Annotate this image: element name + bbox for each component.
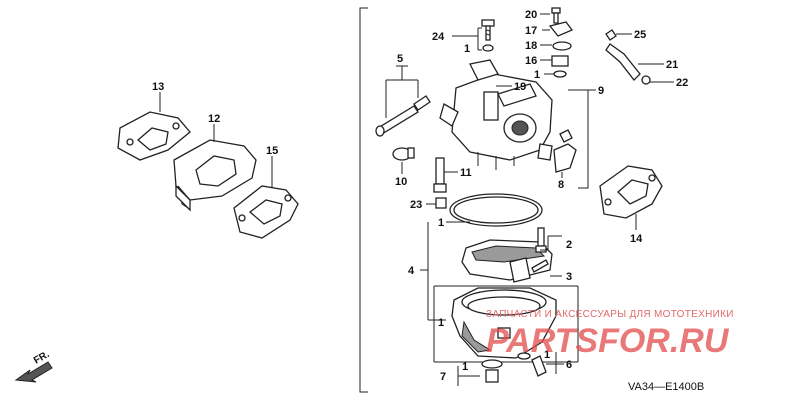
washer-18[interactable]: [552, 41, 572, 51]
drain-bolt-7[interactable]: [457, 359, 503, 386]
callout-14: 14: [630, 233, 643, 245]
watermark-logo: PARTSFOR.RU: [486, 322, 730, 360]
callout-20: 20: [525, 9, 537, 21]
callout-3: 3: [566, 271, 572, 283]
float-chamber[interactable]: [451, 287, 557, 359]
callout-21: 21: [666, 59, 678, 71]
callout-7: 7: [440, 371, 446, 383]
callout-1f: 1: [544, 349, 550, 361]
callout-13: 13: [152, 81, 164, 93]
screw-24[interactable]: [452, 19, 495, 51]
callout-1e: 1: [462, 361, 468, 373]
float-pin-3[interactable]: [531, 259, 562, 277]
callout-2: 2: [566, 239, 572, 251]
screw-10[interactable]: [392, 147, 415, 174]
bracket-4: [420, 222, 446, 321]
callout-4: 4: [408, 265, 415, 277]
insulator-12[interactable]: [173, 124, 257, 212]
screw-20[interactable]: [540, 7, 561, 24]
callout-1c: 1: [438, 217, 444, 229]
callout-1d: 1: [438, 317, 444, 329]
gasket-15[interactable]: [233, 156, 299, 239]
diagram-code: VA34—E1400B: [628, 381, 704, 393]
spacer-16[interactable]: [540, 55, 569, 67]
o-ring-1c[interactable]: [446, 193, 543, 227]
callout-16: 16: [525, 55, 537, 67]
callout-1b: 1: [534, 69, 540, 81]
pilot-screw-5[interactable]: [375, 65, 431, 137]
group-bracket: [359, 7, 596, 393]
callout-9: 9: [598, 85, 604, 97]
callout-12: 12: [208, 113, 220, 125]
gasket-13[interactable]: [117, 92, 191, 161]
pin-21[interactable]: [605, 43, 664, 81]
valve-17[interactable]: [542, 21, 574, 37]
callout-19: 19: [514, 81, 526, 93]
gasket-14[interactable]: [599, 165, 663, 230]
callout-5: 5: [397, 53, 403, 65]
callout-6: 6: [566, 359, 572, 371]
bracket-1d: [433, 285, 579, 363]
callout-25: 25: [634, 29, 646, 41]
callout-24: 24: [432, 31, 445, 43]
callout-22: 22: [676, 77, 688, 89]
callout-18: 18: [525, 40, 537, 52]
clip-25[interactable]: [605, 29, 632, 41]
callout-23: 23: [410, 199, 422, 211]
jet-23[interactable]: [426, 197, 447, 209]
callout-11: 11: [460, 167, 472, 179]
washer-1b[interactable]: [553, 70, 567, 78]
carburetor-body-9[interactable]: [439, 59, 553, 170]
watermark-text: ЗАПЧАСТИ И АКСЕССУАРЫ ДЛЯ МОТОТЕХНИКИ: [486, 309, 734, 320]
front-arrow-icon: [14, 361, 53, 383]
lever-8[interactable]: [553, 129, 577, 178]
callout-8: 8: [558, 179, 564, 191]
callout-1a: 1: [464, 43, 470, 55]
callout-labels: 13 12 15 5 10 11 23 24 1 20 17 18 16 1 1…: [152, 9, 688, 383]
float-4[interactable]: [461, 239, 553, 283]
bolt-6[interactable]: [517, 352, 564, 377]
nozzle-11[interactable]: [433, 157, 458, 193]
callout-15: 15: [266, 145, 278, 157]
float-valve-2[interactable]: [535, 227, 562, 253]
washer-1a[interactable]: [482, 44, 494, 52]
callout-10: 10: [395, 176, 407, 188]
clip-22[interactable]: [641, 75, 674, 85]
callout-17: 17: [525, 25, 537, 37]
